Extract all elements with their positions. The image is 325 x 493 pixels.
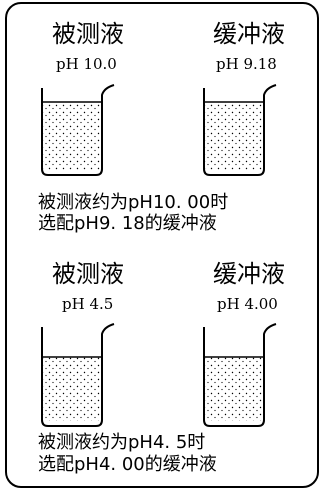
beaker-liquid xyxy=(43,357,100,421)
bottom-left-ph: pH 4.5 xyxy=(62,295,114,313)
beaker-liquid xyxy=(205,357,262,421)
bottom-left-liquid-name: 被测液 xyxy=(52,260,124,288)
beaker-outline xyxy=(41,323,115,427)
top-note-line2: 选配pH9. 18的缓冲液 xyxy=(38,213,217,234)
top-right-beaker xyxy=(203,84,277,176)
bottom-left-beaker xyxy=(41,323,115,427)
bottom-note-line1: 被测液约为pH4. 5时 xyxy=(38,432,206,453)
top-left-liquid-name: 被测液 xyxy=(52,20,124,48)
top-right-ph: pH 9.18 xyxy=(216,55,277,73)
bottom-right-liquid-name: 缓冲液 xyxy=(213,260,285,288)
beaker-outline xyxy=(41,84,115,176)
diagram-frame xyxy=(5,2,319,488)
bottom-right-ph: pH 4.00 xyxy=(217,295,278,313)
beaker-outline xyxy=(203,323,277,427)
top-left-beaker xyxy=(41,84,115,176)
beaker-liquid xyxy=(43,102,100,170)
bottom-note-line2: 选配pH4. 00的缓冲液 xyxy=(38,454,217,475)
bottom-right-beaker xyxy=(203,323,277,427)
top-left-ph: pH 10.0 xyxy=(56,55,117,73)
beaker-outline xyxy=(203,84,277,176)
top-note-line1: 被测液约为pH10. 00时 xyxy=(38,192,229,213)
top-right-liquid-name: 缓冲液 xyxy=(213,20,285,48)
beaker-liquid xyxy=(205,102,262,170)
